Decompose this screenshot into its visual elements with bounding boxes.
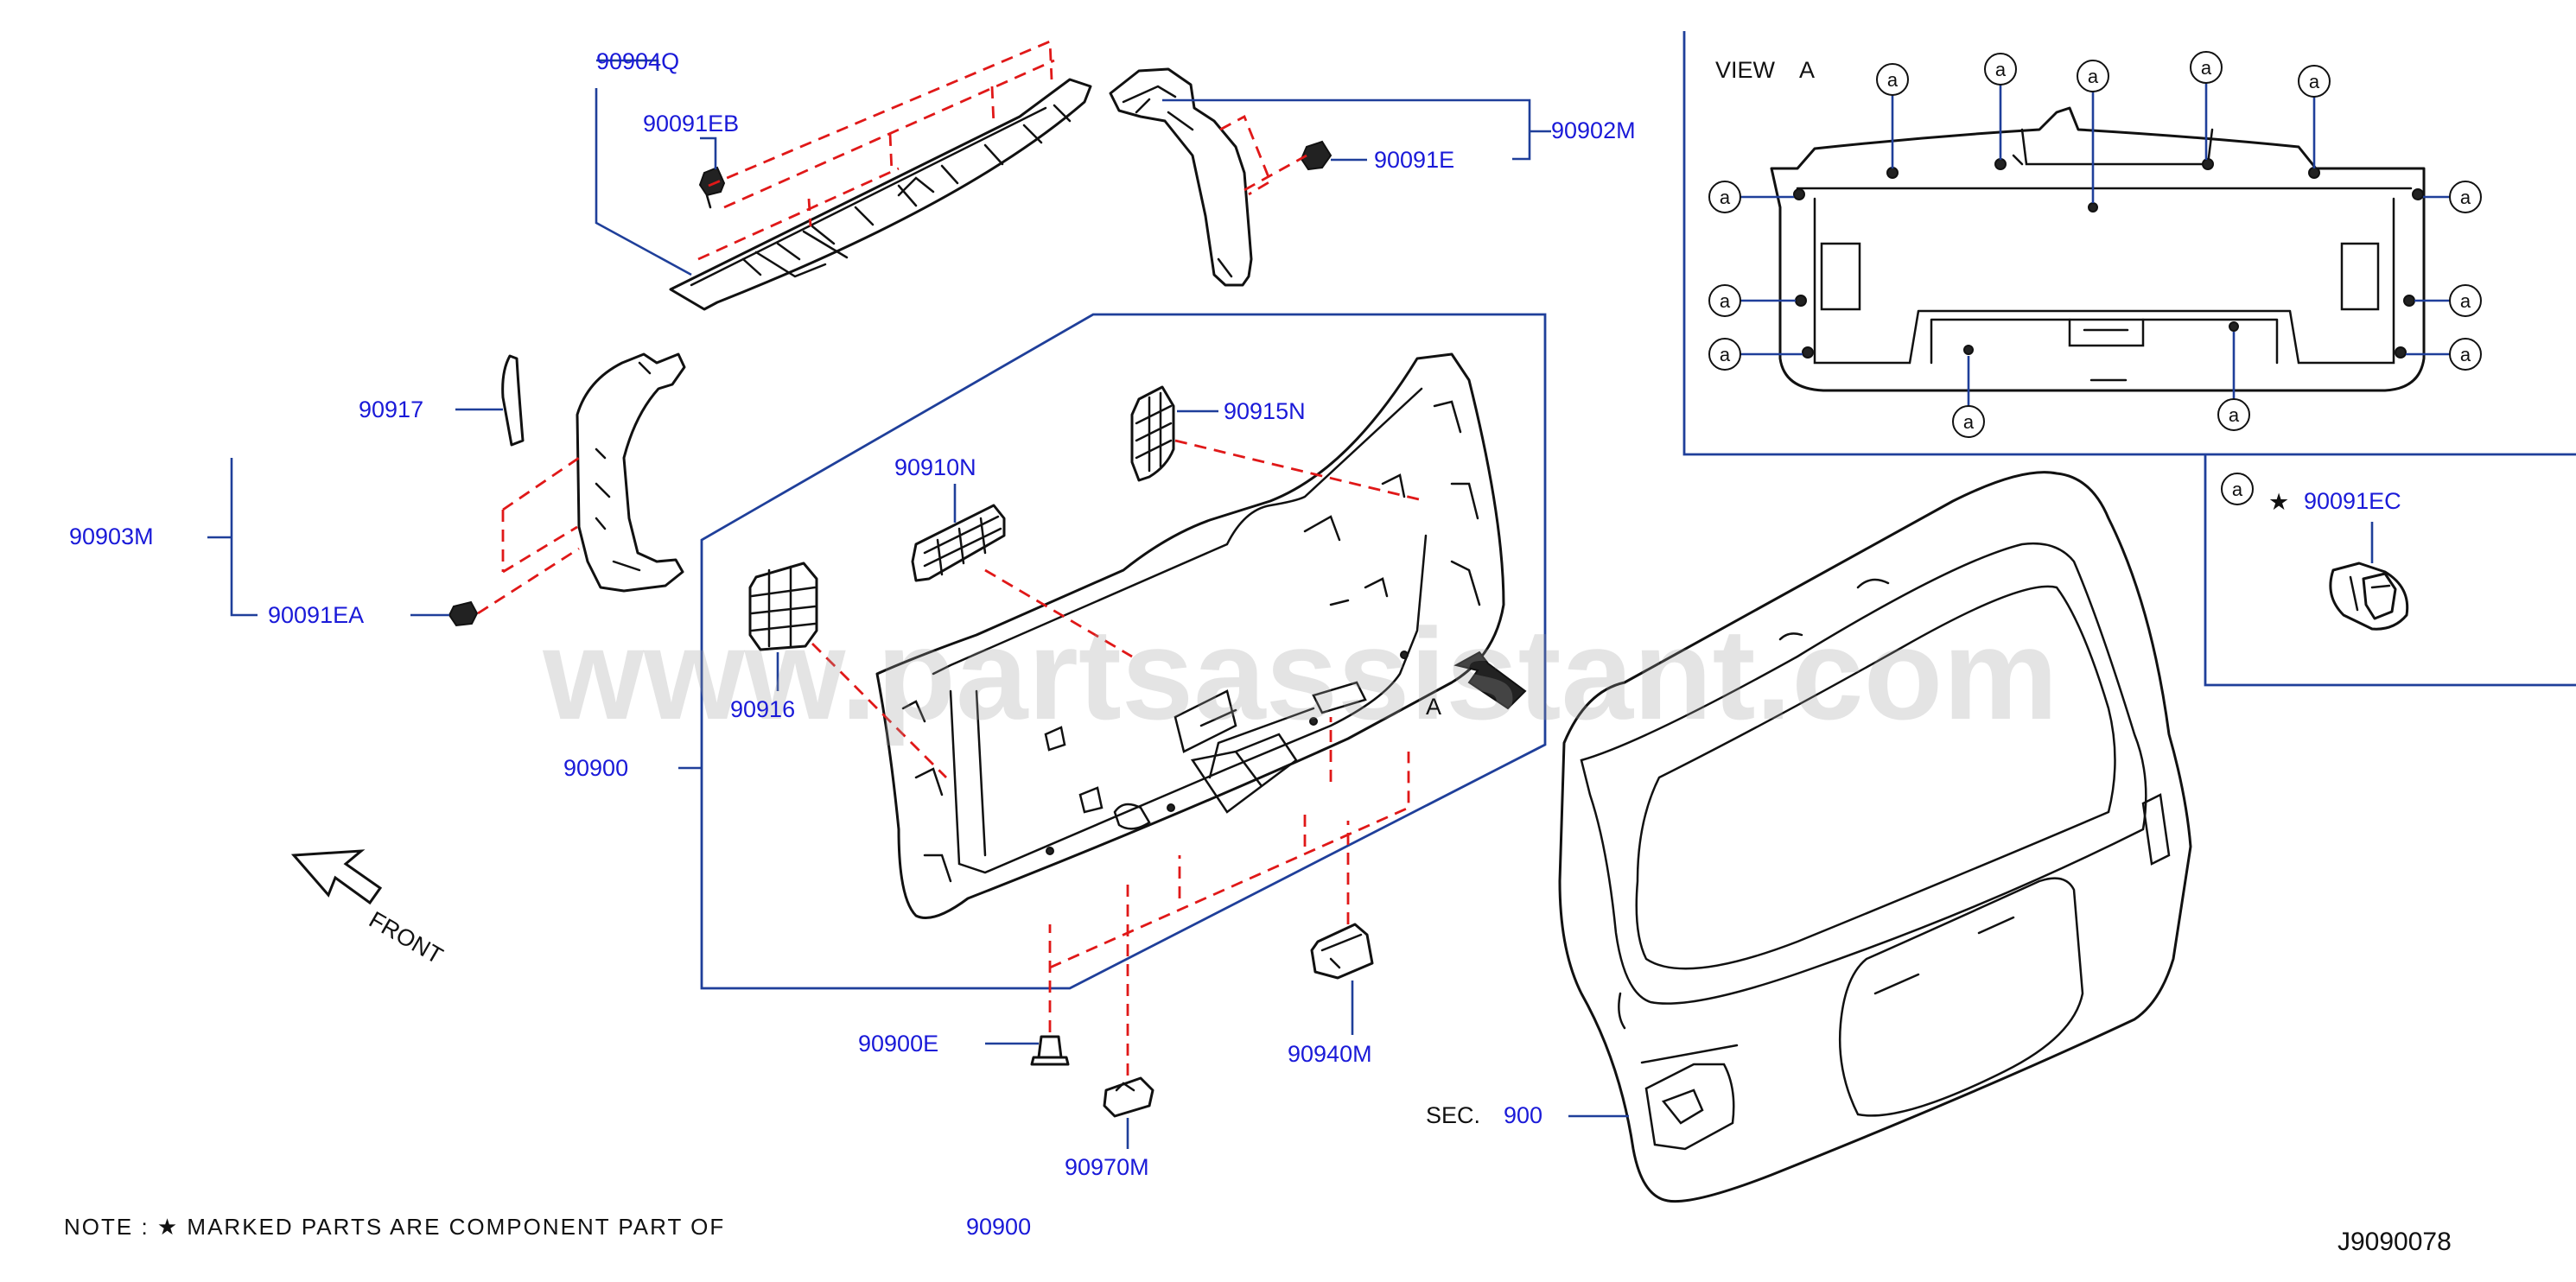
label-90915n: 90915N xyxy=(1224,398,1306,424)
view-letter: A xyxy=(1799,57,1815,83)
clip-90091ea xyxy=(448,600,479,627)
note-text: NOTE : ★ MARKED PARTS ARE COMPONENT PART… xyxy=(64,1214,725,1240)
callout-circle-a: a xyxy=(2221,473,2254,505)
callout-circle-a: a xyxy=(2449,338,2482,371)
svg-text:a: a xyxy=(2309,71,2320,92)
fastener-90900e xyxy=(1030,1035,1070,1066)
svg-text:a: a xyxy=(1963,411,1975,433)
svg-text:a: a xyxy=(2460,187,2471,208)
label-90091eb: 90091EB xyxy=(643,111,739,136)
cover-90910n xyxy=(911,504,1006,582)
callout-circle-a: a xyxy=(1708,338,1741,371)
svg-text:a: a xyxy=(1995,59,2007,80)
svg-text:a: a xyxy=(1720,187,1731,208)
view-a-callouts: a a a a a a a a a a a a a a xyxy=(1708,51,2482,505)
watermark: www.partsassistant.com xyxy=(542,601,2058,746)
label-90910n: 90910N xyxy=(894,454,976,480)
callout-circle-a: a xyxy=(2217,398,2250,431)
label-90900e: 90900E xyxy=(858,1031,938,1057)
dashed-line-90904q xyxy=(697,39,1055,261)
pillar-trim-90903m xyxy=(576,352,686,593)
callout-circle-a: a xyxy=(2077,60,2109,92)
pillar-trim-90902m xyxy=(1109,67,1253,287)
dashed-line-90903m xyxy=(477,456,580,615)
svg-text:a: a xyxy=(2460,344,2471,365)
svg-text:a: a xyxy=(1887,69,1899,91)
label-90900: 90900 xyxy=(563,755,628,781)
leader-lines xyxy=(207,59,1629,1149)
svg-text:a: a xyxy=(2201,57,2212,79)
fastener-90970m xyxy=(1103,1076,1154,1118)
view-a-frame xyxy=(1682,31,2576,456)
callout-circle-a: a xyxy=(1876,63,1909,96)
cover-90915n xyxy=(1130,385,1175,482)
arrow-a-letter: A xyxy=(1426,694,1441,720)
callout-circle-a: a xyxy=(1952,405,1985,438)
label-90091e: 90091E xyxy=(1374,147,1454,173)
diagram-id: J9090078 xyxy=(2337,1228,2452,1256)
svg-text:a: a xyxy=(1720,290,1731,312)
svg-text:a: a xyxy=(1720,344,1731,365)
label-90903m: 90903M xyxy=(69,524,154,549)
svg-text:a: a xyxy=(2229,404,2240,426)
svg-text:a: a xyxy=(2232,479,2243,500)
callout-circle-a: a xyxy=(2298,65,2331,98)
main-panel-group-box xyxy=(700,313,1547,990)
dashed-line-fasteners xyxy=(1048,717,1410,1076)
cover-90916 xyxy=(748,562,818,651)
callout-circle-a: a xyxy=(1708,181,1741,213)
clip-90091eb xyxy=(698,166,726,209)
fastener-90940m xyxy=(1310,923,1374,980)
small-trim-90917 xyxy=(501,354,525,447)
view-a-panel-drawing xyxy=(1770,106,2426,392)
callout-circle-a: a xyxy=(1984,53,2017,86)
dashed-line-90902m xyxy=(1219,115,1307,196)
callout-circle-a: a xyxy=(1708,284,1741,317)
label-90091ea: 90091EA xyxy=(268,602,364,628)
label-90940m: 90940M xyxy=(1288,1041,1372,1067)
dashed-line-covers xyxy=(811,439,1427,778)
back-door-lower-panel-90900 xyxy=(875,352,1505,919)
clip-90091ec xyxy=(2329,562,2409,631)
view-a-arrow xyxy=(1453,651,1527,710)
clip-detail-frame xyxy=(2204,454,2576,687)
note-part-number: 90900 xyxy=(966,1214,1031,1240)
sec-number: 900 xyxy=(1504,1102,1542,1128)
label-90902m: 90902M xyxy=(1551,117,1636,143)
svg-text:a: a xyxy=(2088,66,2099,87)
callout-circle-a: a xyxy=(2449,181,2482,213)
back-door-sec-900 xyxy=(1558,471,2192,1203)
upper-trim-90904q xyxy=(669,78,1092,311)
label-90091ec: 90091EC xyxy=(2304,488,2401,514)
svg-text:a: a xyxy=(2460,290,2471,312)
callout-circle-a: a xyxy=(2190,51,2223,84)
label-90916: 90916 xyxy=(730,696,795,722)
front-label: FRONT xyxy=(365,906,448,968)
star-mark-90091ec: ★ xyxy=(2268,489,2289,515)
sec-prefix: SEC. xyxy=(1426,1102,1480,1128)
callout-circle-a: a xyxy=(2449,284,2482,317)
front-arrow xyxy=(290,849,383,905)
view-label: VIEW xyxy=(1715,57,1776,83)
label-90970m: 90970M xyxy=(1065,1154,1149,1180)
label-90917: 90917 xyxy=(359,397,423,422)
label-90904q: 90904Q xyxy=(596,48,679,74)
